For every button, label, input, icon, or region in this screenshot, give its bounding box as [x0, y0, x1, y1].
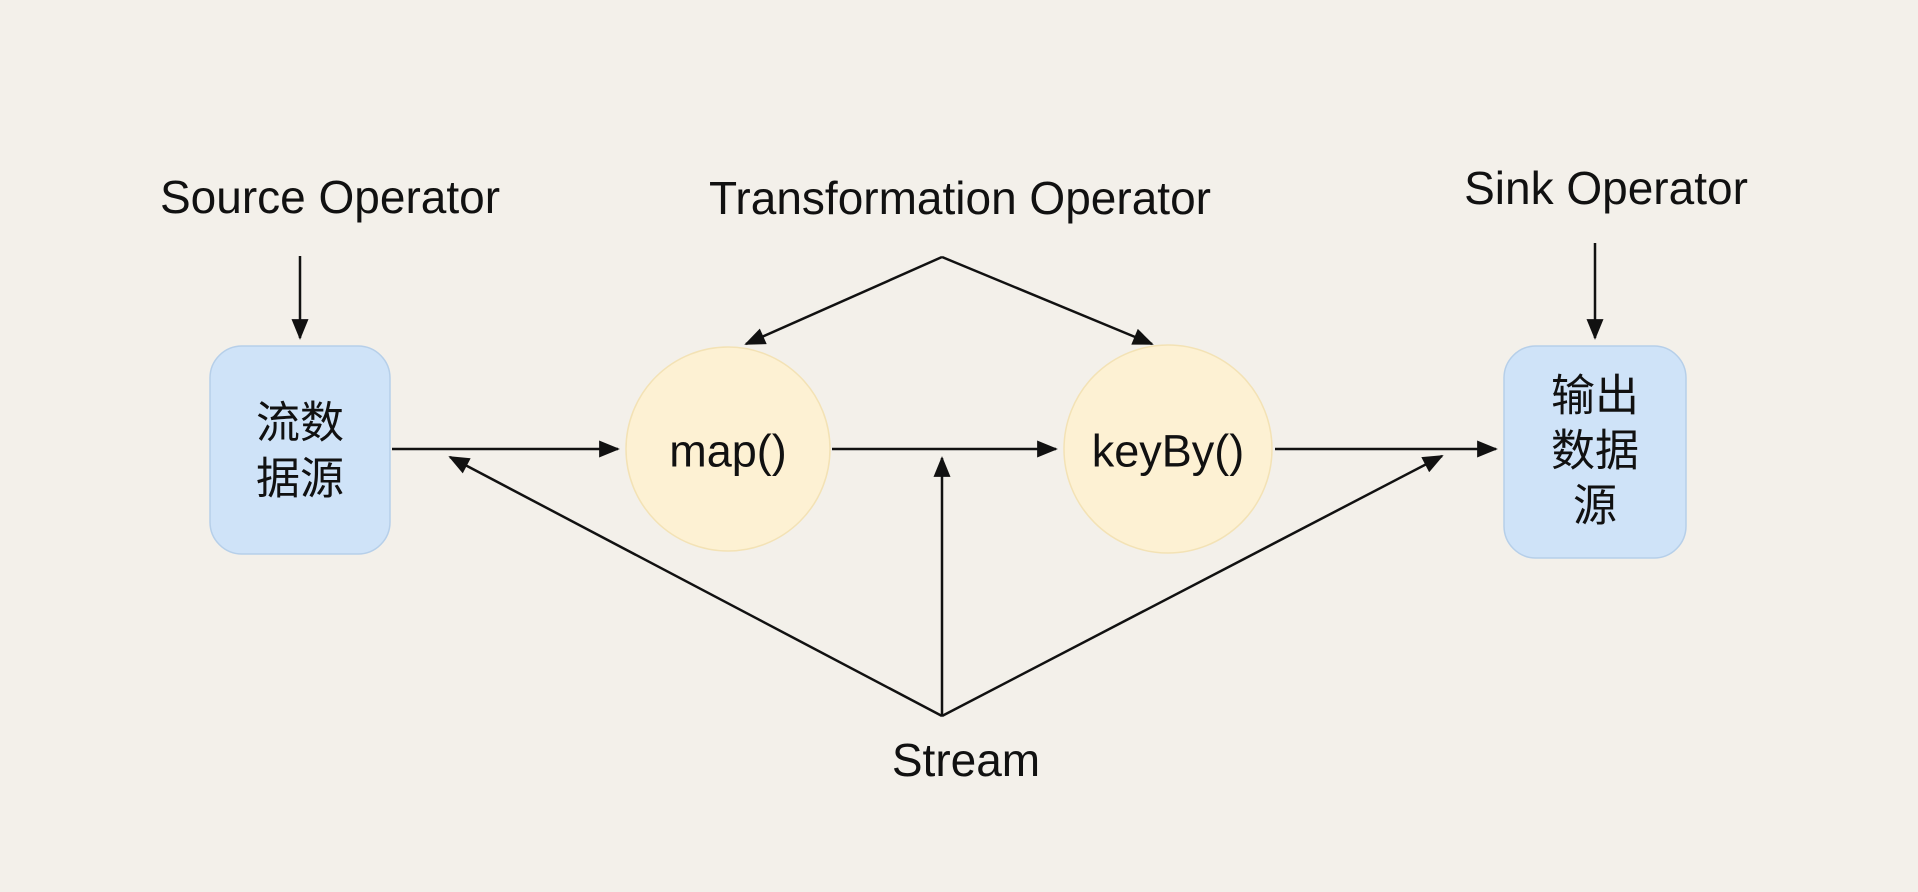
transformation-operator-label: Transformation Operator [709, 172, 1211, 224]
sink-operator-label: Sink Operator [1464, 162, 1748, 214]
source-node-label-line2: 据源 [256, 455, 344, 504]
sink-node [1503, 345, 1687, 559]
keyby-node-label: keyBy() [1092, 426, 1245, 477]
source-node [209, 345, 391, 555]
sink-node-label-line3: 源 [1573, 482, 1617, 531]
transformation-to-map-arrow [744, 255, 943, 346]
stream-to-right-edge-arrow [941, 454, 1444, 718]
sink-node-label-line1: 输出 [1551, 372, 1639, 421]
sink-node-label-line2: 数据 [1551, 427, 1639, 476]
stream-label: Stream [892, 734, 1040, 786]
stream-to-left-edge-arrow [448, 455, 943, 718]
transformation-to-keyby-arrow [941, 255, 1154, 346]
keyby-node [1063, 344, 1273, 554]
map-node-label: map() [669, 426, 787, 477]
source-operator-label: Source Operator [160, 171, 500, 223]
source-node-label-line1: 流数 [256, 399, 344, 448]
map-node [625, 346, 831, 552]
